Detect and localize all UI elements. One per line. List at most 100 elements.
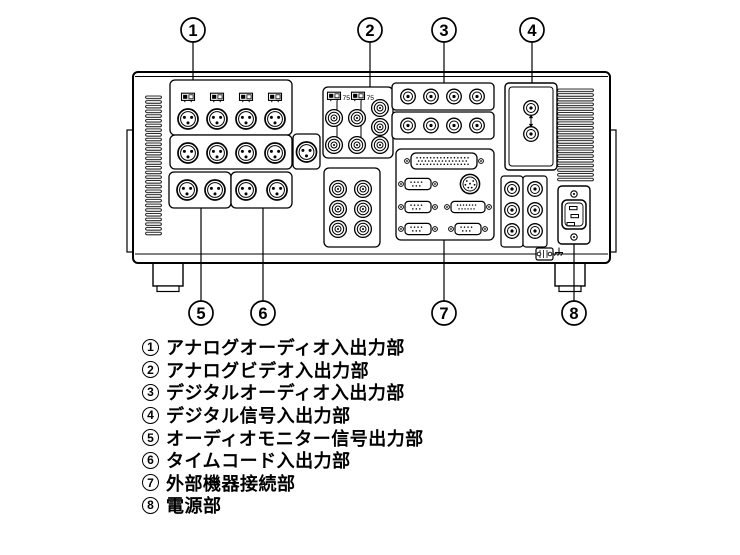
section-digital-signal-io	[504, 82, 558, 171]
callout-3: 3	[439, 22, 448, 40]
bnc-connector	[504, 202, 520, 218]
switch-icon	[267, 92, 283, 103]
legend-item-label: デジタル信号入出力部	[166, 406, 351, 427]
termination-switch-icon	[326, 91, 342, 102]
legend-item-label: アナログオーディオ入出力部	[166, 338, 405, 359]
legend-item-number: 5	[142, 429, 159, 447]
xlr-connector	[266, 179, 288, 201]
bnc-connector	[423, 88, 439, 105]
xlr-connector	[206, 108, 228, 130]
bnc-connector	[353, 179, 373, 199]
section-digital-audio-io	[391, 82, 495, 140]
callout-lines	[192, 41, 575, 302]
bnc-connector	[370, 117, 390, 137]
bnc-connector	[423, 117, 439, 134]
legend-item: 1 アナログオーディオ入出力部	[142, 336, 424, 359]
switch-icon	[238, 92, 254, 103]
bnc-connector	[353, 199, 373, 219]
legend-item-number: 1	[142, 338, 159, 356]
legend-item-number: 8	[142, 496, 159, 514]
callout-7: 7	[439, 305, 448, 323]
bnc-column-group	[500, 175, 548, 248]
section-analog-video-io: 75 75	[322, 86, 394, 248]
impedance-label: 75	[367, 95, 375, 102]
rear-panel-diagram: 75 75	[126, 17, 617, 326]
bnc-connector	[527, 202, 543, 218]
dsub15-connector	[445, 201, 492, 212]
xlr-connector	[235, 108, 257, 130]
legend-item-label: タイムコード入出力部	[166, 451, 351, 472]
switch-icon	[180, 92, 196, 103]
vent-slats-left	[145, 95, 162, 236]
legend-item-number: 4	[142, 406, 159, 424]
bnc-connector	[347, 135, 367, 155]
callout-2: 2	[365, 22, 374, 40]
xlr-connector	[295, 141, 318, 163]
updown-arrow-icon	[528, 114, 534, 128]
bnc-connector	[523, 126, 539, 142]
ground-symbol-icon	[553, 247, 564, 256]
section-analog-audio-io	[169, 79, 321, 170]
impedance-label: 75	[343, 95, 351, 102]
bnc-connector	[400, 117, 416, 134]
legend-item-label: オーディオモニター信号出力部	[166, 428, 424, 449]
callout-1: 1	[188, 22, 197, 40]
xlr-connector	[235, 142, 257, 164]
callout-5: 5	[196, 305, 205, 323]
bnc-connector	[370, 135, 390, 155]
foot-right	[554, 257, 586, 293]
legend: 1 アナログオーディオ入出力部 2 アナログビデオ入出力部 3 デジタルオーディ…	[142, 336, 424, 517]
bnc-connector	[400, 88, 416, 105]
ac-inlet	[561, 199, 587, 230]
bnc-connector	[527, 181, 543, 197]
minidin-connector	[459, 173, 481, 195]
termination-switch-icon	[350, 91, 366, 102]
xlr-connector	[264, 142, 286, 164]
legend-item: 2 アナログビデオ入出力部	[142, 359, 424, 382]
legend-item: 3 デジタルオーディオ入出力部	[142, 381, 424, 404]
bnc-connector	[504, 181, 520, 197]
section-timecode-io	[230, 171, 293, 209]
callout-numbers: 1 2 3 4 5 6 7 8	[180, 17, 587, 326]
legend-item-label: 外部機器接続部	[166, 473, 296, 494]
legend-item-label: アナログビデオ入出力部	[166, 360, 370, 381]
callout-8: 8	[569, 305, 578, 323]
vent-slats-right	[557, 88, 594, 182]
dsub50-connector	[405, 153, 484, 169]
legend-item: 6 タイムコード入出力部	[142, 449, 424, 472]
bnc-connector	[328, 199, 348, 219]
bnc-connector	[328, 179, 348, 199]
legend-item-label: デジタルオーディオ入出力部	[166, 383, 405, 404]
legend-item: 5 オーディオモニター信号出力部	[142, 426, 424, 449]
bnc-connector	[469, 117, 485, 134]
legend-item-number: 7	[142, 474, 159, 492]
bnc-connector	[527, 223, 543, 239]
bnc-connector	[324, 108, 344, 128]
xlr-connector	[235, 179, 257, 201]
ground-terminal	[535, 247, 554, 261]
legend-item: 8 電源部	[142, 494, 424, 517]
xlr-connector	[206, 142, 228, 164]
legend-item-number: 2	[142, 361, 159, 379]
bnc-connector	[469, 88, 485, 105]
bnc-connector	[353, 219, 373, 239]
callout-4: 4	[527, 22, 537, 40]
legend-item-label: 電源部	[166, 496, 222, 517]
bnc-connector	[324, 135, 344, 155]
legend-item: 7 外部機器接続部	[142, 472, 424, 495]
xlr-connector	[176, 179, 198, 201]
section-audio-monitor-out	[168, 171, 232, 209]
section-power	[535, 185, 591, 261]
bnc-connector	[523, 100, 539, 116]
legend-item-number: 3	[142, 383, 159, 401]
switch-icon	[209, 92, 225, 103]
bnc-connector	[446, 117, 462, 134]
legend-item: 4 デジタル信号入出力部	[142, 404, 424, 427]
bnc-connector	[504, 223, 520, 239]
xlr-connector	[177, 142, 199, 164]
xlr-connector	[264, 108, 286, 130]
legend-item-number: 6	[142, 451, 159, 469]
section-external-device	[395, 148, 495, 241]
xlr-connector	[204, 179, 226, 201]
